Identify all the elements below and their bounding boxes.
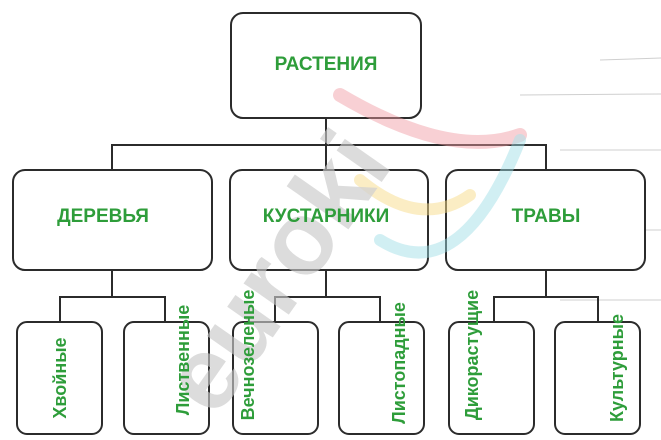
evergreen-box <box>232 321 319 435</box>
watermark-arc <box>333 88 527 149</box>
herbs-label: ТРАВЫ <box>512 206 581 227</box>
watermark-arc-yellow <box>354 174 476 216</box>
root-box <box>230 12 422 119</box>
shrubs-label: КУСТАРНИКИ <box>263 206 390 227</box>
conifers-label: Хвойные <box>50 337 70 418</box>
cultivated-label: Культурные <box>607 314 627 422</box>
deciduous-trees-label: Лиственные <box>173 305 193 416</box>
deciduous-shrubs-box <box>338 321 425 435</box>
deciduous-trees-box <box>123 321 210 435</box>
root-label: РАСТЕНИЯ <box>275 54 378 75</box>
wild-box <box>448 321 535 435</box>
wild-label: Дикорастущие <box>462 290 482 420</box>
herbs-box <box>445 169 646 271</box>
cultivated-box <box>554 321 641 435</box>
connector-lines <box>59 117 599 323</box>
deciduous-shrubs-label: Листопадные <box>389 302 409 424</box>
labels: РАСТЕНИЯ ДЕРЕВЬЯ КУСТАРНИКИ ТРАВЫ Хвойны… <box>50 54 627 424</box>
evergreen-label: Вечнозеленые <box>238 290 258 421</box>
trees-label: ДЕРЕВЬЯ <box>57 206 149 227</box>
conifers-box <box>16 321 103 435</box>
trees-box <box>12 169 213 271</box>
watermark-arc-blue <box>374 134 526 259</box>
